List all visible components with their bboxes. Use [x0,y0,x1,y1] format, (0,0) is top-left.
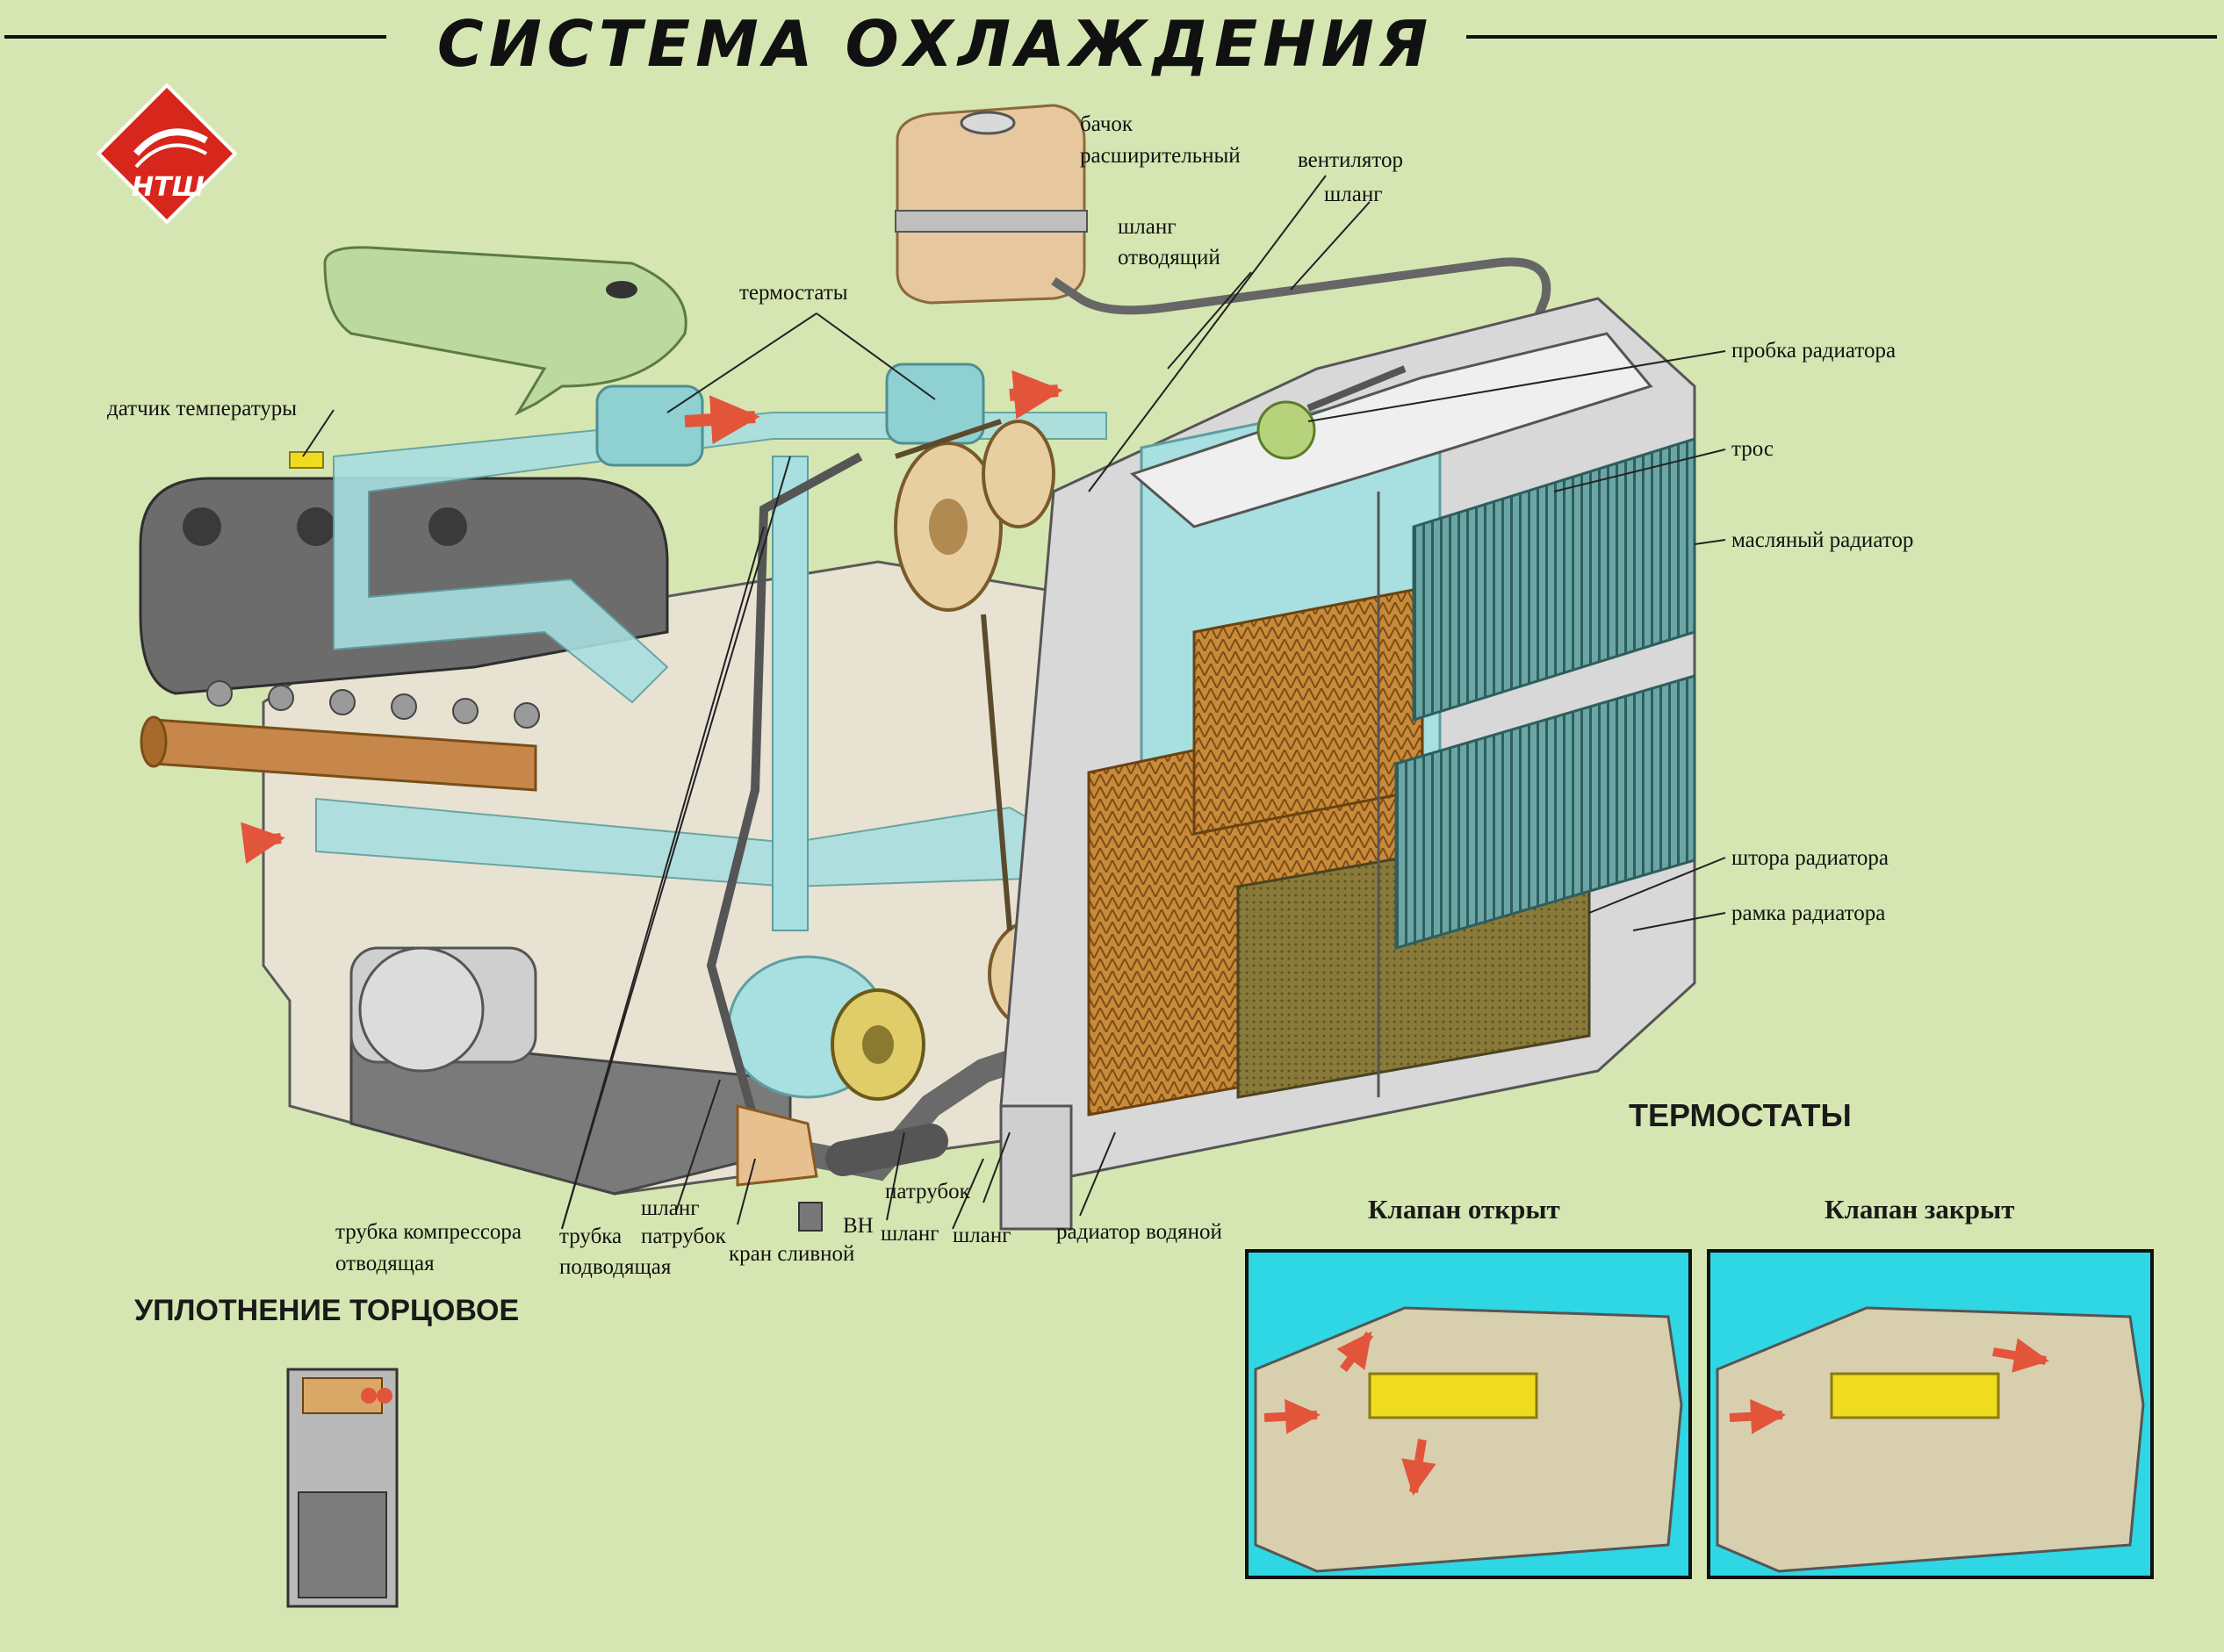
label-hose-a: шланг [641,1196,700,1220]
label-water-radiator: радиатор водяной [1056,1220,1222,1244]
label-vn: ВН [843,1214,874,1238]
label-compressor-pipe-2: отводящая [335,1252,435,1275]
label-drain-valve: кран сливной [729,1242,855,1266]
pipes-hoses [706,452,1022,1232]
page-title: СИСТЕМА ОХЛАЖДЕНИЯ [436,7,1434,81]
label-thermostats: термостаты [739,281,848,305]
temperature-sensor [289,451,324,469]
expansion-tank [895,104,1551,382]
label-cable: трос [1731,437,1774,461]
label-radiator-cap: пробка радиатора [1731,339,1897,363]
label-fan: вентилятор [1298,148,1404,172]
radiator-assembly [999,297,1696,1231]
valve-closed-heading: Клапан закрыт [1825,1194,2015,1225]
label-hose-b: шланг [881,1222,939,1246]
leader-lines [302,175,1726,1230]
ntsh-logo [96,83,238,225]
label-expansion-tank-1: бачок [1080,112,1134,136]
label-hose-c: шланг [953,1224,1011,1247]
end-seal-heading: УПЛОТНЕНИЕ ТОРЦОВОЕ [134,1294,520,1327]
label-outlet-hose-2: отводящий [1118,246,1220,269]
thermostat-inset-open [1245,1249,1692,1579]
valve-open-heading: Клапан открыт [1368,1194,1560,1225]
end-seal-drawing [286,1368,399,1608]
label-pipe-a: патрубок [641,1225,726,1248]
label-temperature-sensor: датчик температуры [107,397,298,420]
air-filter-housing [323,246,687,416]
label-supply-pipe-2: подводящая [559,1255,672,1279]
logo-text: НТШ [132,172,205,203]
label-hose-top: шланг [1324,183,1383,206]
thermostat-housings [241,363,1063,865]
label-radiator-shutter: штора радиатора [1731,846,1889,870]
label-oil-radiator: масляный радиатор [1731,528,1914,552]
label-pipe-b: патрубок [885,1180,970,1203]
thermostats-heading: ТЕРМОСТАТЫ [1629,1097,1852,1133]
label-radiator-frame: рамка радиатора [1731,901,1886,925]
label-expansion-tank-2: расширительный [1080,144,1241,168]
label-supply-pipe-1: трубка [559,1225,623,1248]
label-outlet-hose-1: шланг [1118,215,1177,239]
label-compressor-pipe-1: трубка компрессора [335,1220,522,1244]
thermostat-inset-closed [1707,1249,2154,1579]
